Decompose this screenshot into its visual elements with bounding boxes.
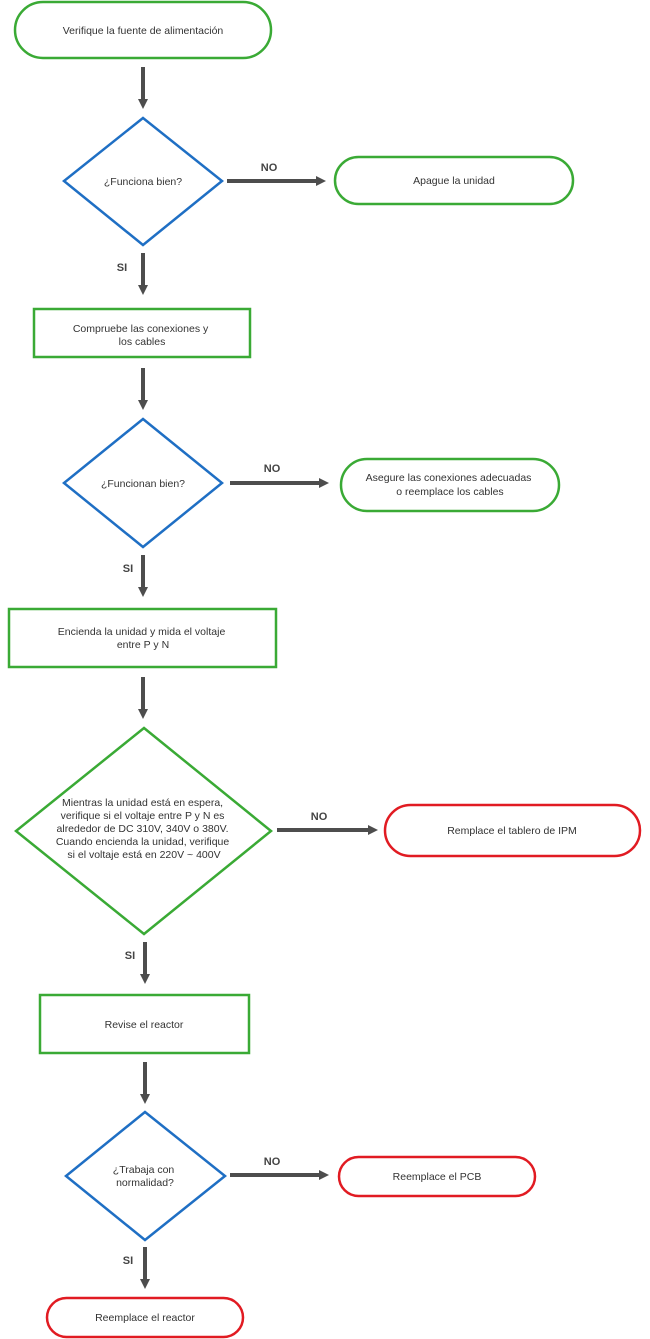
turn-off-node-line: Apague la unidad [413,175,495,187]
label-no-connections: NO [264,463,281,475]
decision-connections-line: ¿Funcionan bien? [101,478,185,490]
check-connections-node: Compruebe las conexiones y los cables [32,307,252,359]
start-node-line: Verifique la fuente de alimentación [63,25,224,37]
turn-off-node-text: Apague la unidad [413,175,495,187]
measure-voltage-line-1: Encienda la unidad y mida el voltaje [58,626,226,638]
decision-power-text: ¿Funciona bien? [104,176,182,188]
replace-reactor-line: Reemplace el reactor [95,1312,195,1324]
decision-power-line: ¿Funciona bien? [104,176,182,188]
decision-normal-line-1: ¿Trabaja con [113,1164,175,1176]
decision-power: ¿Funciona bien? [62,116,224,247]
replace-pcb-line: Reemplace el PCB [393,1171,482,1183]
label-no-power: NO [261,162,278,174]
replace-ipm-node-shape [383,803,642,858]
start-node-text: Verifique la fuente de alimentación [63,25,224,37]
check-reactor-line: Revise el reactor [105,1019,184,1031]
decision-voltage-line-4: Cuando encienda la unidad, verifique [56,836,230,848]
secure-connections-node-text: Asegure las conexiones adecuadas o reemp… [366,472,535,498]
decision-normal-text: ¿Trabaja con normalidad? [113,1164,177,1189]
secure-connections-line-1: Asegure las conexiones adecuadas [366,472,532,484]
decision-voltage-line-5: si el voltaje está en 220V ~ 400V [67,849,220,861]
label-yes-voltage: SI [125,950,135,962]
decision-power-shape [62,116,224,247]
turn-off-node-shape [333,155,575,206]
replace-pcb-node: Reemplace el PCB [337,1155,537,1198]
decision-voltage-shape [14,726,273,936]
decision-normal-line-2: normalidad? [116,1177,174,1189]
replace-reactor-node: Reemplace el reactor [45,1296,245,1339]
measure-voltage-node-text: Encienda la unidad y mida el voltaje ent… [58,626,228,651]
decision-connections: ¿Funcionan bien? [62,417,224,549]
decision-voltage-line-3: alrededor de DC 310V, 340V o 380V. [57,823,229,835]
replace-reactor-node-text: Reemplace el reactor [95,1312,195,1324]
label-yes-normal: SI [123,1255,133,1267]
decision-normal: ¿Trabaja con normalidad? [64,1110,228,1242]
decision-voltage-text: Mientras la unidad está en espera, verif… [56,797,232,861]
decision-voltage: Mientras la unidad está en espera, verif… [14,726,273,936]
label-yes-power: SI [117,262,127,274]
label-no-voltage: NO [311,811,328,823]
decision-voltage-line-2: verifique si el voltaje entre P y N es [61,810,225,822]
replace-pcb-node-shape [337,1155,537,1198]
check-reactor-node: Revise el reactor [38,993,251,1055]
replace-pcb-node-text: Reemplace el PCB [393,1171,482,1183]
start-node-shape [13,0,273,60]
branch-labels: NO SI NO SI NO SI NO SI [117,162,328,1267]
replace-ipm-node: Remplace el tablero de IPM [383,803,642,858]
label-yes-connections: SI [123,563,133,575]
secure-connections-node-shape [339,457,561,513]
decision-normal-shape [64,1110,228,1242]
secure-connections-line-2: o reemplace los cables [396,486,503,498]
turn-off-node: Apague la unidad [333,155,575,206]
replace-ipm-node-text: Remplace el tablero de IPM [447,825,577,837]
check-connections-line-1: Compruebe las conexiones y [73,323,209,335]
secure-connections-node: Asegure las conexiones adecuadas o reemp… [339,457,561,513]
measure-voltage-node: Encienda la unidad y mida el voltaje ent… [7,607,278,669]
connectors [138,67,378,1289]
check-connections-line-2: los cables [119,336,166,348]
label-no-normal: NO [264,1156,281,1168]
check-reactor-node-text: Revise el reactor [105,1019,184,1031]
measure-voltage-node-shape [7,607,278,669]
check-reactor-node-shape [38,993,251,1055]
check-connections-node-text: Compruebe las conexiones y los cables [73,323,211,348]
check-connections-node-shape [32,307,252,359]
decision-connections-text: ¿Funcionan bien? [101,478,185,490]
replace-reactor-node-shape [45,1296,245,1339]
decision-connections-shape [62,417,224,549]
measure-voltage-line-2: entre P y N [117,639,169,651]
start-node: Verifique la fuente de alimentación [13,0,273,60]
replace-ipm-line: Remplace el tablero de IPM [447,825,577,837]
decision-voltage-line-1: Mientras la unidad está en espera, [62,797,223,809]
